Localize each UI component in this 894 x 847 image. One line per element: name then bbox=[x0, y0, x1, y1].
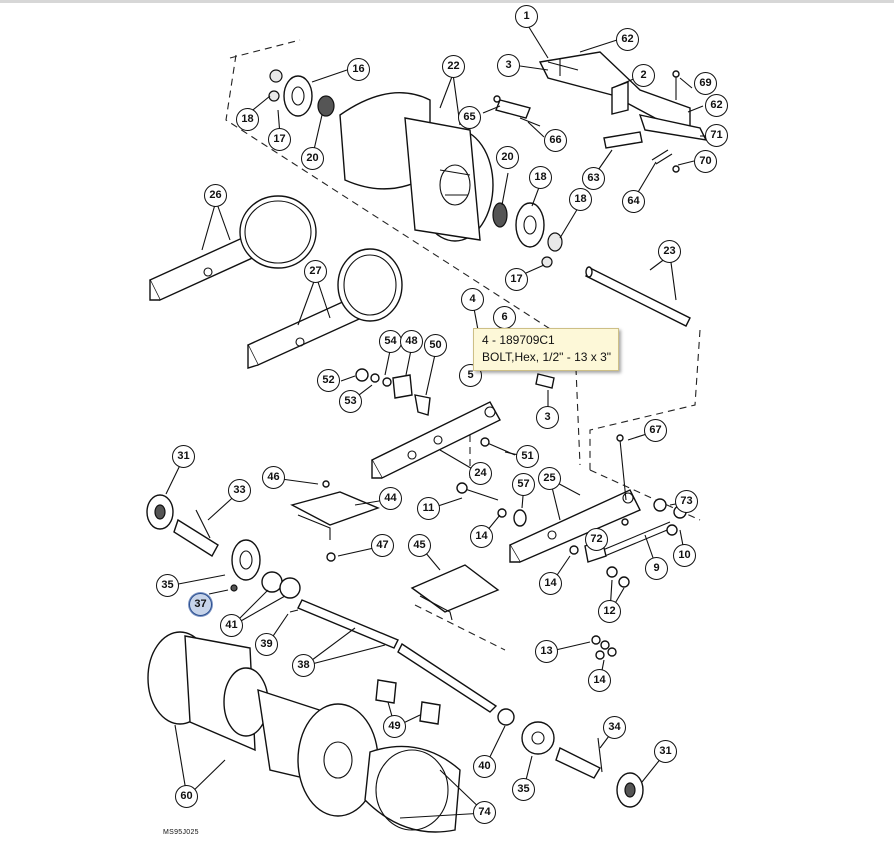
callout-46[interactable]: 46 bbox=[262, 466, 285, 489]
callout-26[interactable]: 26 bbox=[204, 184, 227, 207]
callout-73[interactable]: 73 bbox=[675, 490, 698, 513]
callout-14[interactable]: 14 bbox=[539, 572, 562, 595]
top-border bbox=[0, 0, 894, 3]
callout-33[interactable]: 33 bbox=[228, 479, 251, 502]
callout-37[interactable]: 37 bbox=[189, 593, 212, 616]
band-74 bbox=[364, 745, 461, 833]
bearing-flange-right bbox=[492, 202, 563, 268]
callout-3[interactable]: 3 bbox=[497, 54, 520, 77]
bearing-flange-top bbox=[268, 69, 335, 117]
callout-22[interactable]: 22 bbox=[442, 55, 465, 78]
callout-34[interactable]: 34 bbox=[603, 716, 626, 739]
callout-66[interactable]: 66 bbox=[544, 129, 567, 152]
callout-41[interactable]: 41 bbox=[220, 614, 243, 637]
callout-70[interactable]: 70 bbox=[694, 150, 717, 173]
callout-72[interactable]: 72 bbox=[585, 528, 608, 551]
callout-6[interactable]: 6 bbox=[493, 306, 516, 329]
callout-48[interactable]: 48 bbox=[400, 330, 423, 353]
callout-4[interactable]: 4 bbox=[461, 288, 484, 311]
spindle-34 bbox=[555, 737, 603, 779]
callout-49[interactable]: 49 bbox=[383, 715, 406, 738]
callout-65[interactable]: 65 bbox=[458, 106, 481, 129]
callout-18[interactable]: 18 bbox=[569, 188, 592, 211]
shaft-38 bbox=[289, 599, 498, 713]
callout-14[interactable]: 14 bbox=[470, 525, 493, 548]
callout-35[interactable]: 35 bbox=[156, 574, 179, 597]
callout-11[interactable]: 11 bbox=[417, 497, 440, 520]
callout-38[interactable]: 38 bbox=[292, 654, 315, 677]
bearing-31-right bbox=[616, 772, 644, 808]
hardware-52-54 bbox=[355, 368, 431, 416]
callout-62[interactable]: 62 bbox=[705, 94, 728, 117]
callout-52[interactable]: 52 bbox=[317, 369, 340, 392]
callout-44[interactable]: 44 bbox=[379, 487, 402, 510]
drum-22 bbox=[339, 92, 494, 242]
callout-74[interactable]: 74 bbox=[473, 801, 496, 824]
callout-50[interactable]: 50 bbox=[424, 334, 447, 357]
callout-51[interactable]: 51 bbox=[516, 445, 539, 468]
callout-31[interactable]: 31 bbox=[172, 445, 195, 468]
callout-20[interactable]: 20 bbox=[496, 146, 519, 169]
callout-54[interactable]: 54 bbox=[379, 330, 402, 353]
callout-57[interactable]: 57 bbox=[512, 473, 535, 496]
callout-53[interactable]: 53 bbox=[339, 390, 362, 413]
plate-44 bbox=[290, 480, 380, 562]
shaft-23 bbox=[585, 266, 691, 327]
callout-13[interactable]: 13 bbox=[535, 640, 558, 663]
arm-24 bbox=[371, 373, 555, 479]
callout-31[interactable]: 31 bbox=[654, 740, 677, 763]
spindle-33 bbox=[173, 509, 301, 599]
callout-64[interactable]: 64 bbox=[622, 190, 645, 213]
callout-14[interactable]: 14 bbox=[588, 669, 611, 692]
callout-9[interactable]: 9 bbox=[645, 557, 668, 580]
chain-bracket-assembly bbox=[493, 51, 708, 173]
callout-67[interactable]: 67 bbox=[644, 419, 667, 442]
callout-69[interactable]: 69 bbox=[694, 72, 717, 95]
sprocket-35-right bbox=[497, 708, 555, 755]
plates-49 bbox=[375, 679, 441, 725]
drawing-code-label: MS95J025 bbox=[163, 829, 199, 836]
part-tooltip: 4 - 189709C1 BOLT,Hex, 1/2" - 13 x 3" bbox=[473, 328, 619, 371]
callout-17[interactable]: 17 bbox=[505, 268, 528, 291]
callout-20[interactable]: 20 bbox=[301, 147, 324, 170]
callout-39[interactable]: 39 bbox=[255, 633, 278, 656]
callout-27[interactable]: 27 bbox=[304, 260, 327, 283]
callout-23[interactable]: 23 bbox=[658, 240, 681, 263]
callout-18[interactable]: 18 bbox=[236, 108, 259, 131]
callout-40[interactable]: 40 bbox=[473, 755, 496, 778]
callout-47[interactable]: 47 bbox=[371, 534, 394, 557]
callout-60[interactable]: 60 bbox=[175, 785, 198, 808]
callout-17[interactable]: 17 bbox=[268, 128, 291, 151]
callout-1[interactable]: 1 bbox=[515, 5, 538, 28]
callout-45[interactable]: 45 bbox=[408, 534, 431, 557]
callout-12[interactable]: 12 bbox=[598, 600, 621, 623]
nuts-12-13-14 bbox=[591, 566, 630, 660]
callout-63[interactable]: 63 bbox=[582, 167, 605, 190]
callout-3[interactable]: 3 bbox=[536, 406, 559, 429]
bearing-31-left bbox=[146, 494, 174, 530]
tooltip-part-number: 4 - 189709C1 bbox=[482, 333, 555, 347]
callout-24[interactable]: 24 bbox=[469, 462, 492, 485]
callout-18[interactable]: 18 bbox=[529, 166, 552, 189]
callout-35[interactable]: 35 bbox=[512, 778, 535, 801]
callout-2[interactable]: 2 bbox=[632, 64, 655, 87]
callout-16[interactable]: 16 bbox=[347, 58, 370, 81]
arm-27 bbox=[247, 248, 403, 369]
tooltip-description: BOLT,Hex, 1/2" - 13 x 3" bbox=[482, 350, 612, 364]
callout-10[interactable]: 10 bbox=[673, 544, 696, 567]
drum-60 bbox=[147, 631, 379, 817]
callout-62[interactable]: 62 bbox=[616, 28, 639, 51]
plate-45 bbox=[410, 564, 500, 621]
callout-25[interactable]: 25 bbox=[538, 467, 561, 490]
arm-26 bbox=[149, 195, 317, 301]
callout-71[interactable]: 71 bbox=[705, 124, 728, 147]
arm-25 bbox=[509, 434, 641, 563]
